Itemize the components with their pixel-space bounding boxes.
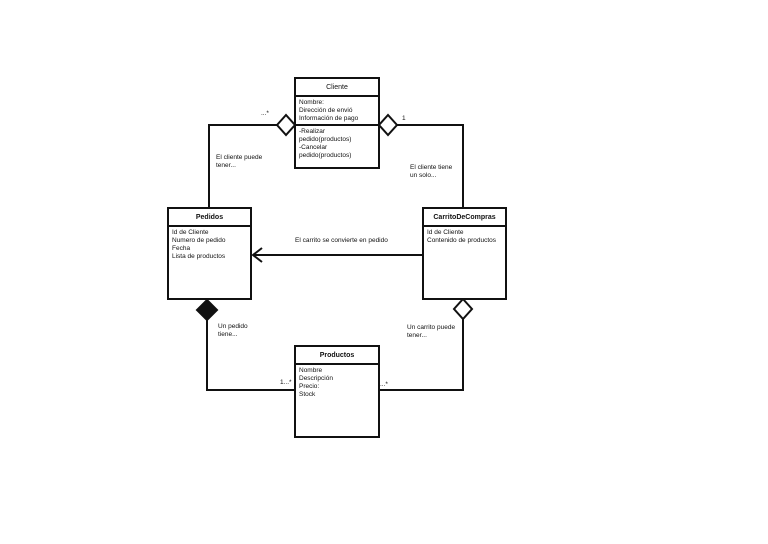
- aggregation-diamond-carrito: [452, 297, 474, 321]
- class-name: Cliente: [296, 79, 378, 97]
- arrowhead-pedidos: [251, 247, 263, 263]
- class-carrito-de-compras: CarritoDeCompras Id de Cliente Contenido…: [422, 207, 507, 300]
- label-line: Un carrito puede: [407, 324, 456, 331]
- methods-section: -Realizar pedido(productos) -Cancelar pe…: [296, 124, 378, 162]
- label-line: tener...: [407, 332, 427, 339]
- label-line: El cliente puede: [216, 154, 263, 161]
- attribute: Numero de pedido: [172, 237, 226, 244]
- method: -Cancelar: [299, 144, 328, 151]
- class-productos: Productos Nombre Descripción Precio: Sto…: [294, 345, 380, 438]
- class-name: CarritoDeCompras: [424, 209, 505, 227]
- attribute: Stock: [299, 391, 316, 398]
- relation-label-carrito-pedidos: El carrito se convierte en pedido: [295, 237, 388, 245]
- attribute: Dirección de envió: [299, 107, 353, 114]
- multiplicity-pedidos-productos: 1...*: [280, 379, 292, 386]
- connector-cliente-carrito: [397, 124, 464, 207]
- attribute: Nombre:: [299, 99, 324, 106]
- multiplicity-carrito-productos: ...*: [380, 381, 388, 388]
- attribute: Fecha: [172, 245, 191, 252]
- attribute: Nombre: [299, 367, 323, 374]
- attribute: Contenido de productos: [427, 237, 497, 244]
- label-line: Un pedido: [218, 323, 248, 330]
- relation-label-carrito-productos: Un carrito puede tener...: [407, 324, 455, 340]
- class-name: Pedidos: [169, 209, 250, 227]
- attribute: Descripción: [299, 375, 333, 382]
- method: pedido(productos): [299, 136, 352, 143]
- class-cliente: Cliente Nombre: Dirección de envió Infor…: [294, 77, 380, 169]
- relation-label-pedidos-productos: Un pedido tiene...: [218, 323, 248, 339]
- class-pedidos: Pedidos Id de Cliente Numero de pedido F…: [167, 207, 252, 300]
- label-line: un solo...: [410, 172, 437, 179]
- attributes-section: Id de Cliente Contenido de productos: [424, 227, 505, 247]
- method: pedido(productos): [299, 152, 352, 159]
- relation-label-cliente-pedidos: El cliente puede tener...: [216, 154, 262, 170]
- attribute: Id de Cliente: [427, 229, 464, 236]
- multiplicity-cliente-carrito: 1: [402, 115, 406, 122]
- composition-diamond-pedidos: [195, 298, 219, 322]
- attribute: Precio:: [299, 383, 320, 390]
- connector-pedidos-productos: [206, 320, 294, 391]
- label-line: tener...: [216, 162, 236, 169]
- attributes-section: Id de Cliente Numero de pedido Fecha Lis…: [169, 227, 250, 263]
- attribute: Id de Cliente: [172, 229, 209, 236]
- aggregation-diamond-cliente-carrito: [377, 113, 399, 137]
- attribute: Información de pago: [299, 115, 359, 122]
- aggregation-diamond-cliente-pedidos: [275, 113, 297, 137]
- method: -Realizar: [299, 128, 326, 135]
- attributes-section: Nombre: Dirección de envió Información d…: [296, 97, 378, 124]
- attribute: Lista de productos: [172, 253, 226, 260]
- label-line: El cliente tiene: [410, 164, 453, 171]
- label-line: El carrito se convierte en pedido: [295, 237, 388, 244]
- connector-carrito-productos: [379, 319, 464, 391]
- multiplicity-cliente-pedidos: ...*: [261, 110, 269, 117]
- connector-cliente-pedidos: [208, 124, 277, 207]
- attributes-section: Nombre Descripción Precio: Stock: [296, 365, 378, 401]
- relation-label-cliente-carrito: El cliente tiene un solo...: [410, 164, 452, 180]
- label-line: tiene...: [218, 331, 238, 338]
- class-name: Productos: [296, 347, 378, 365]
